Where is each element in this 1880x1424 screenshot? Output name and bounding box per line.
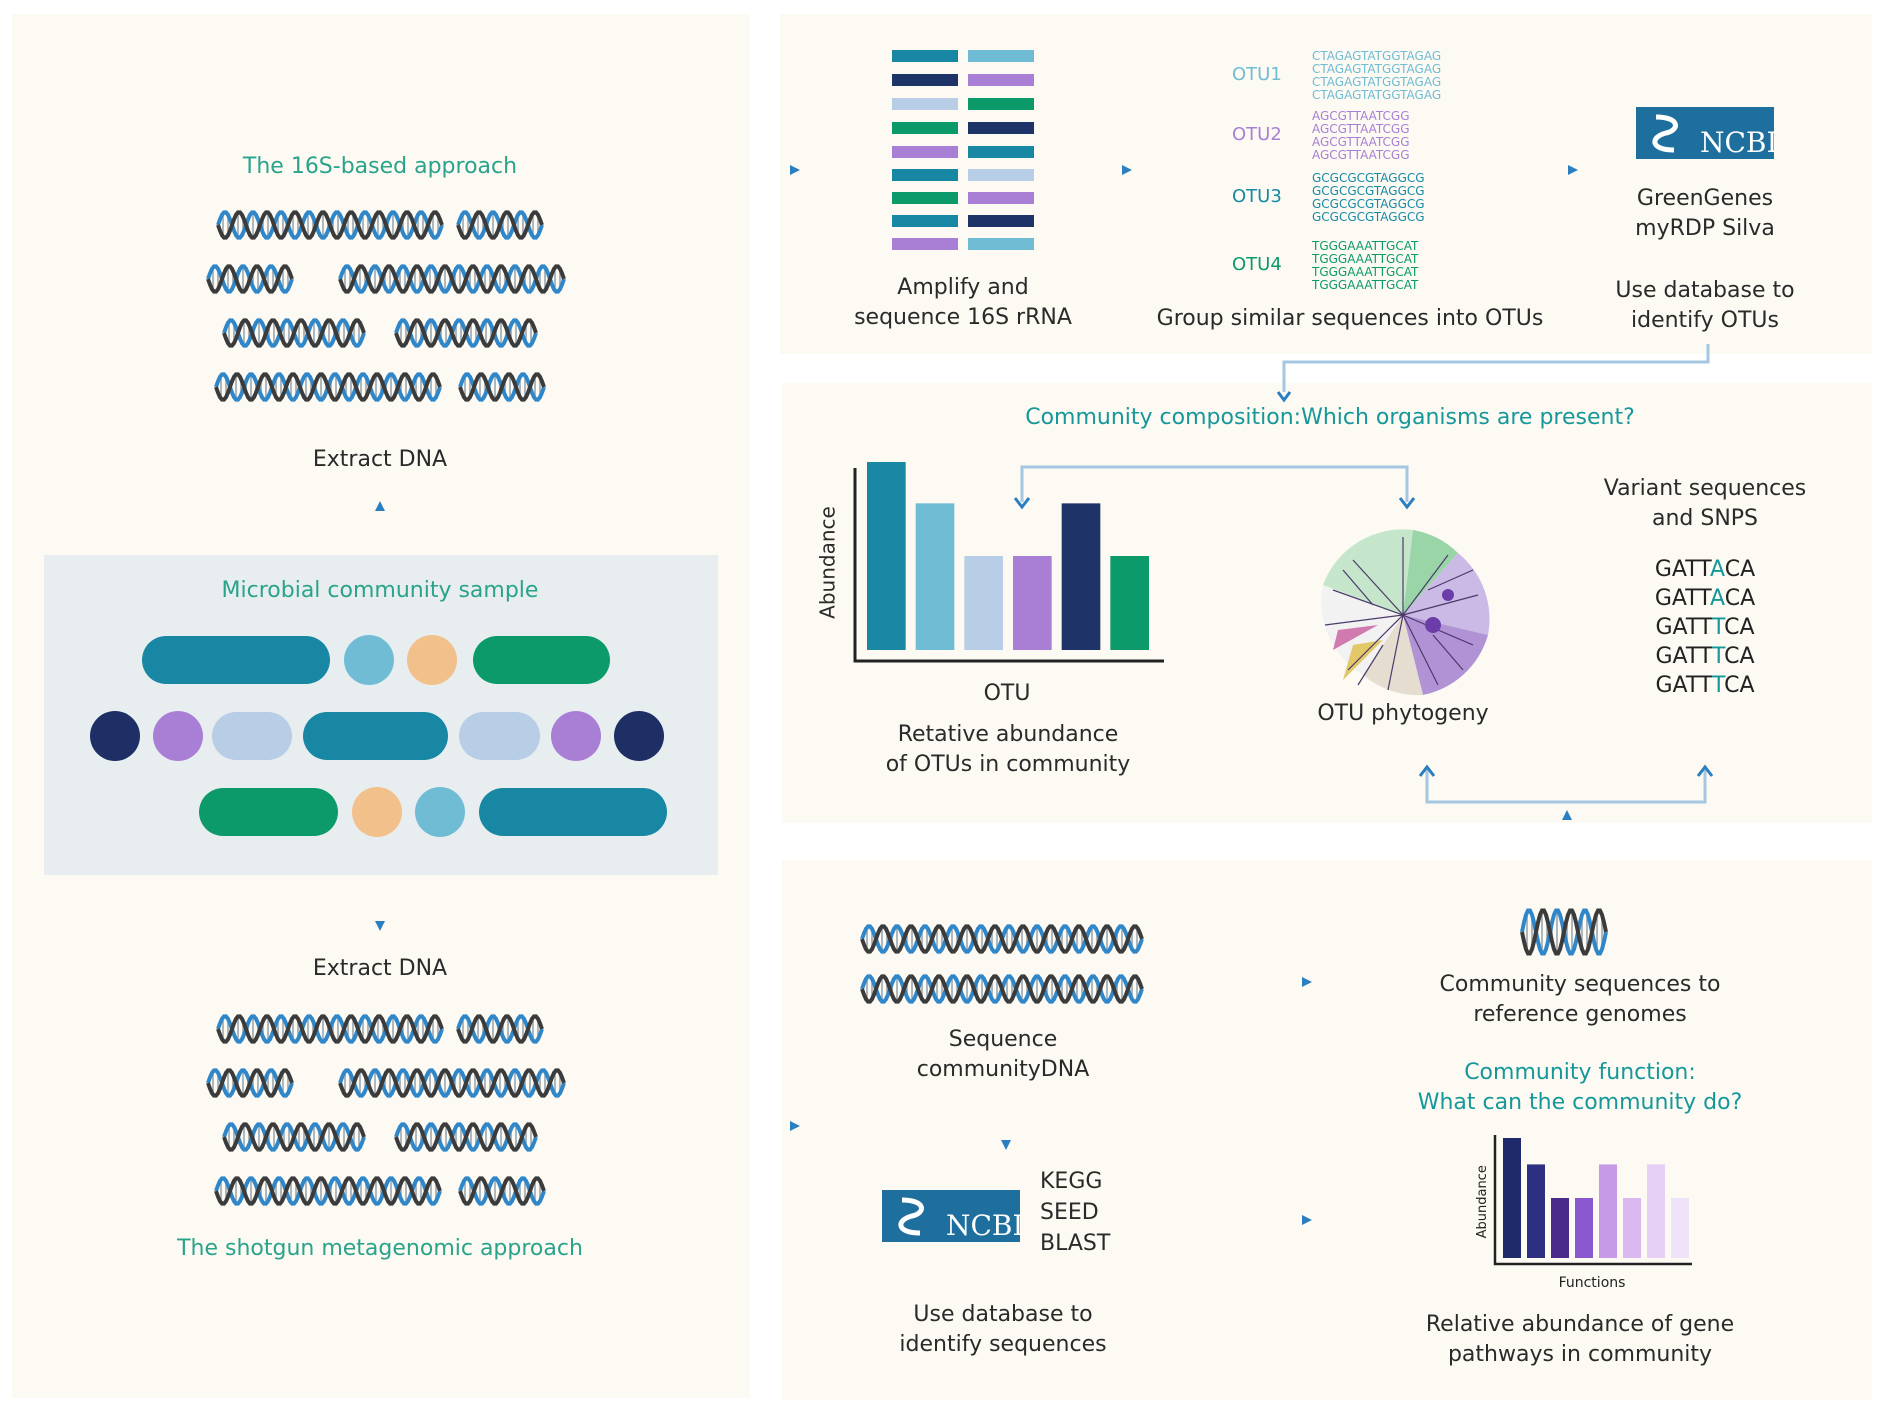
chart-axes	[1493, 1135, 1692, 1266]
otu-label: OTU1	[1232, 64, 1282, 85]
otu-label: OTU3	[1232, 186, 1282, 207]
databases-bottom: KEGG SEED BLAST	[1040, 1169, 1111, 1256]
extract-dna-top-label: Extract DNA	[312, 447, 448, 472]
extract-dna-bottom-label: Extract DNA	[312, 956, 448, 981]
bar	[1671, 1198, 1689, 1258]
otu-label: OTU4	[1232, 254, 1282, 275]
group-otus-label: Group similar sequences into OTUs	[1156, 306, 1544, 331]
bar	[1623, 1198, 1641, 1258]
bar	[1061, 503, 1101, 650]
title-16s-approach: The 16S-based approach	[242, 154, 518, 179]
phylogeny-label: OTU phytogeny	[1317, 701, 1489, 726]
amplify-label: Amplify and sequence 16S rRNA	[854, 275, 1072, 330]
dna-cluster-top	[206, 210, 566, 402]
functions-axis-label: Functions	[1558, 1275, 1626, 1291]
sequence-community-label: Sequence communityDNA	[916, 1027, 1090, 1082]
variant-sequence: GATTACA	[1654, 557, 1756, 582]
dna-helix-icon	[456, 1014, 544, 1044]
bar	[1551, 1198, 1569, 1258]
dna-reference-icon	[1520, 908, 1608, 956]
otu-sequences: AGCGTTAATCGG AGCGTTAATCGG AGCGTTAATCGG A…	[1312, 109, 1410, 162]
variant-title: Variant sequences and SNPS	[1603, 476, 1807, 531]
function-abundance-chart	[1493, 1135, 1692, 1266]
svg-text:NCBI: NCBI	[946, 1209, 1024, 1242]
dna-helix-icon	[860, 924, 1144, 954]
dna-helix-icon	[222, 318, 366, 348]
y-axis-label-1: Abundance	[815, 506, 840, 619]
amplicon-bars	[892, 50, 1034, 250]
y-axis-label-2: Abundance	[1475, 1165, 1491, 1239]
dna-cluster-bottom	[206, 1014, 566, 1206]
dna-helix-icon	[206, 1068, 294, 1098]
otu-label: OTU2	[1232, 124, 1282, 145]
otu-abundance-chart	[853, 462, 1164, 663]
variant-sequences: GATTACA GATTACA GATTTCA GATTTCA GATTTCA	[1630, 555, 1780, 700]
otu-sequences: GCGCGCGTAGGCG GCGCGCGTAGGCG GCGCGCGTAGGC…	[1312, 171, 1425, 224]
variant-sequence: GATTTCA	[1655, 673, 1755, 698]
variant-sequence: GATTTCA	[1655, 644, 1755, 669]
top-panel	[780, 14, 1872, 354]
bar	[1647, 1164, 1665, 1258]
dna-helix-icon	[860, 974, 1144, 1004]
pathways-caption: Relative abundance of gene pathways in c…	[1425, 1312, 1735, 1367]
dna-helix-icon	[394, 318, 538, 348]
variant-sequence: GATTTCA	[1655, 615, 1755, 640]
dna-helix-icon	[222, 1122, 366, 1152]
dna-cluster-sequence	[860, 924, 1144, 1004]
bar	[1527, 1164, 1545, 1258]
dna-helix-icon	[216, 210, 444, 240]
bar	[867, 462, 906, 650]
ncbi-logo-top: NCBI	[1636, 107, 1778, 159]
otu-sequences: TGGGAAATTGCAT TGGGAAATTGCAT TGGGAAATTGCA…	[1312, 239, 1419, 292]
bar	[1575, 1198, 1593, 1258]
dna-helix-icon	[206, 264, 294, 294]
bar	[1599, 1164, 1617, 1258]
dna-helix-icon	[338, 264, 566, 294]
title-shotgun-approach: The shotgun metagenomic approach	[177, 1236, 583, 1261]
use-db-otus-label: Use database to identify OTUs	[1615, 278, 1795, 333]
ncbi-logo-bottom: NCBI	[882, 1190, 1024, 1242]
dna-helix-icon	[214, 372, 442, 402]
dna-helix-icon	[214, 1176, 442, 1206]
variant-sequence: GATTACA	[1654, 586, 1756, 611]
dna-helix-icon	[338, 1068, 566, 1098]
bar	[1013, 556, 1052, 650]
phylogeny-tree-icon	[1321, 529, 1490, 696]
dna-helix-icon	[1520, 908, 1608, 956]
bar	[915, 503, 955, 650]
abundance-caption: Retative abundance of OTUs in community	[885, 722, 1131, 777]
otu-sequences: CTAGAGTATGGTAGAG CTAGAGTATGGTAGAG CTAGAG…	[1312, 49, 1442, 102]
use-db-seqs-label: Use database to identify sequences	[899, 1302, 1107, 1357]
databases-top: GreenGenes myRDP Silva	[1635, 186, 1775, 241]
bar	[1503, 1138, 1521, 1258]
dna-helix-icon	[456, 210, 544, 240]
dna-helix-icon	[458, 1176, 546, 1206]
chart-axes	[853, 468, 1164, 663]
sample-title: Microbial community sample	[221, 578, 539, 603]
dna-helix-icon	[394, 1122, 538, 1152]
function-question: Community function: What can the communi…	[1417, 1060, 1743, 1115]
bar	[1110, 556, 1149, 650]
bar	[964, 556, 1003, 650]
dna-helix-icon	[216, 1014, 444, 1044]
dna-helix-icon	[458, 372, 546, 402]
microbes	[90, 635, 667, 837]
svg-text:NCBI: NCBI	[1700, 126, 1778, 159]
otu-axis-label: OTU	[983, 681, 1031, 706]
composition-question: Community composition:Which organisms ar…	[1025, 405, 1635, 430]
ref-genomes-label: Community sequences to reference genomes	[1439, 972, 1721, 1027]
